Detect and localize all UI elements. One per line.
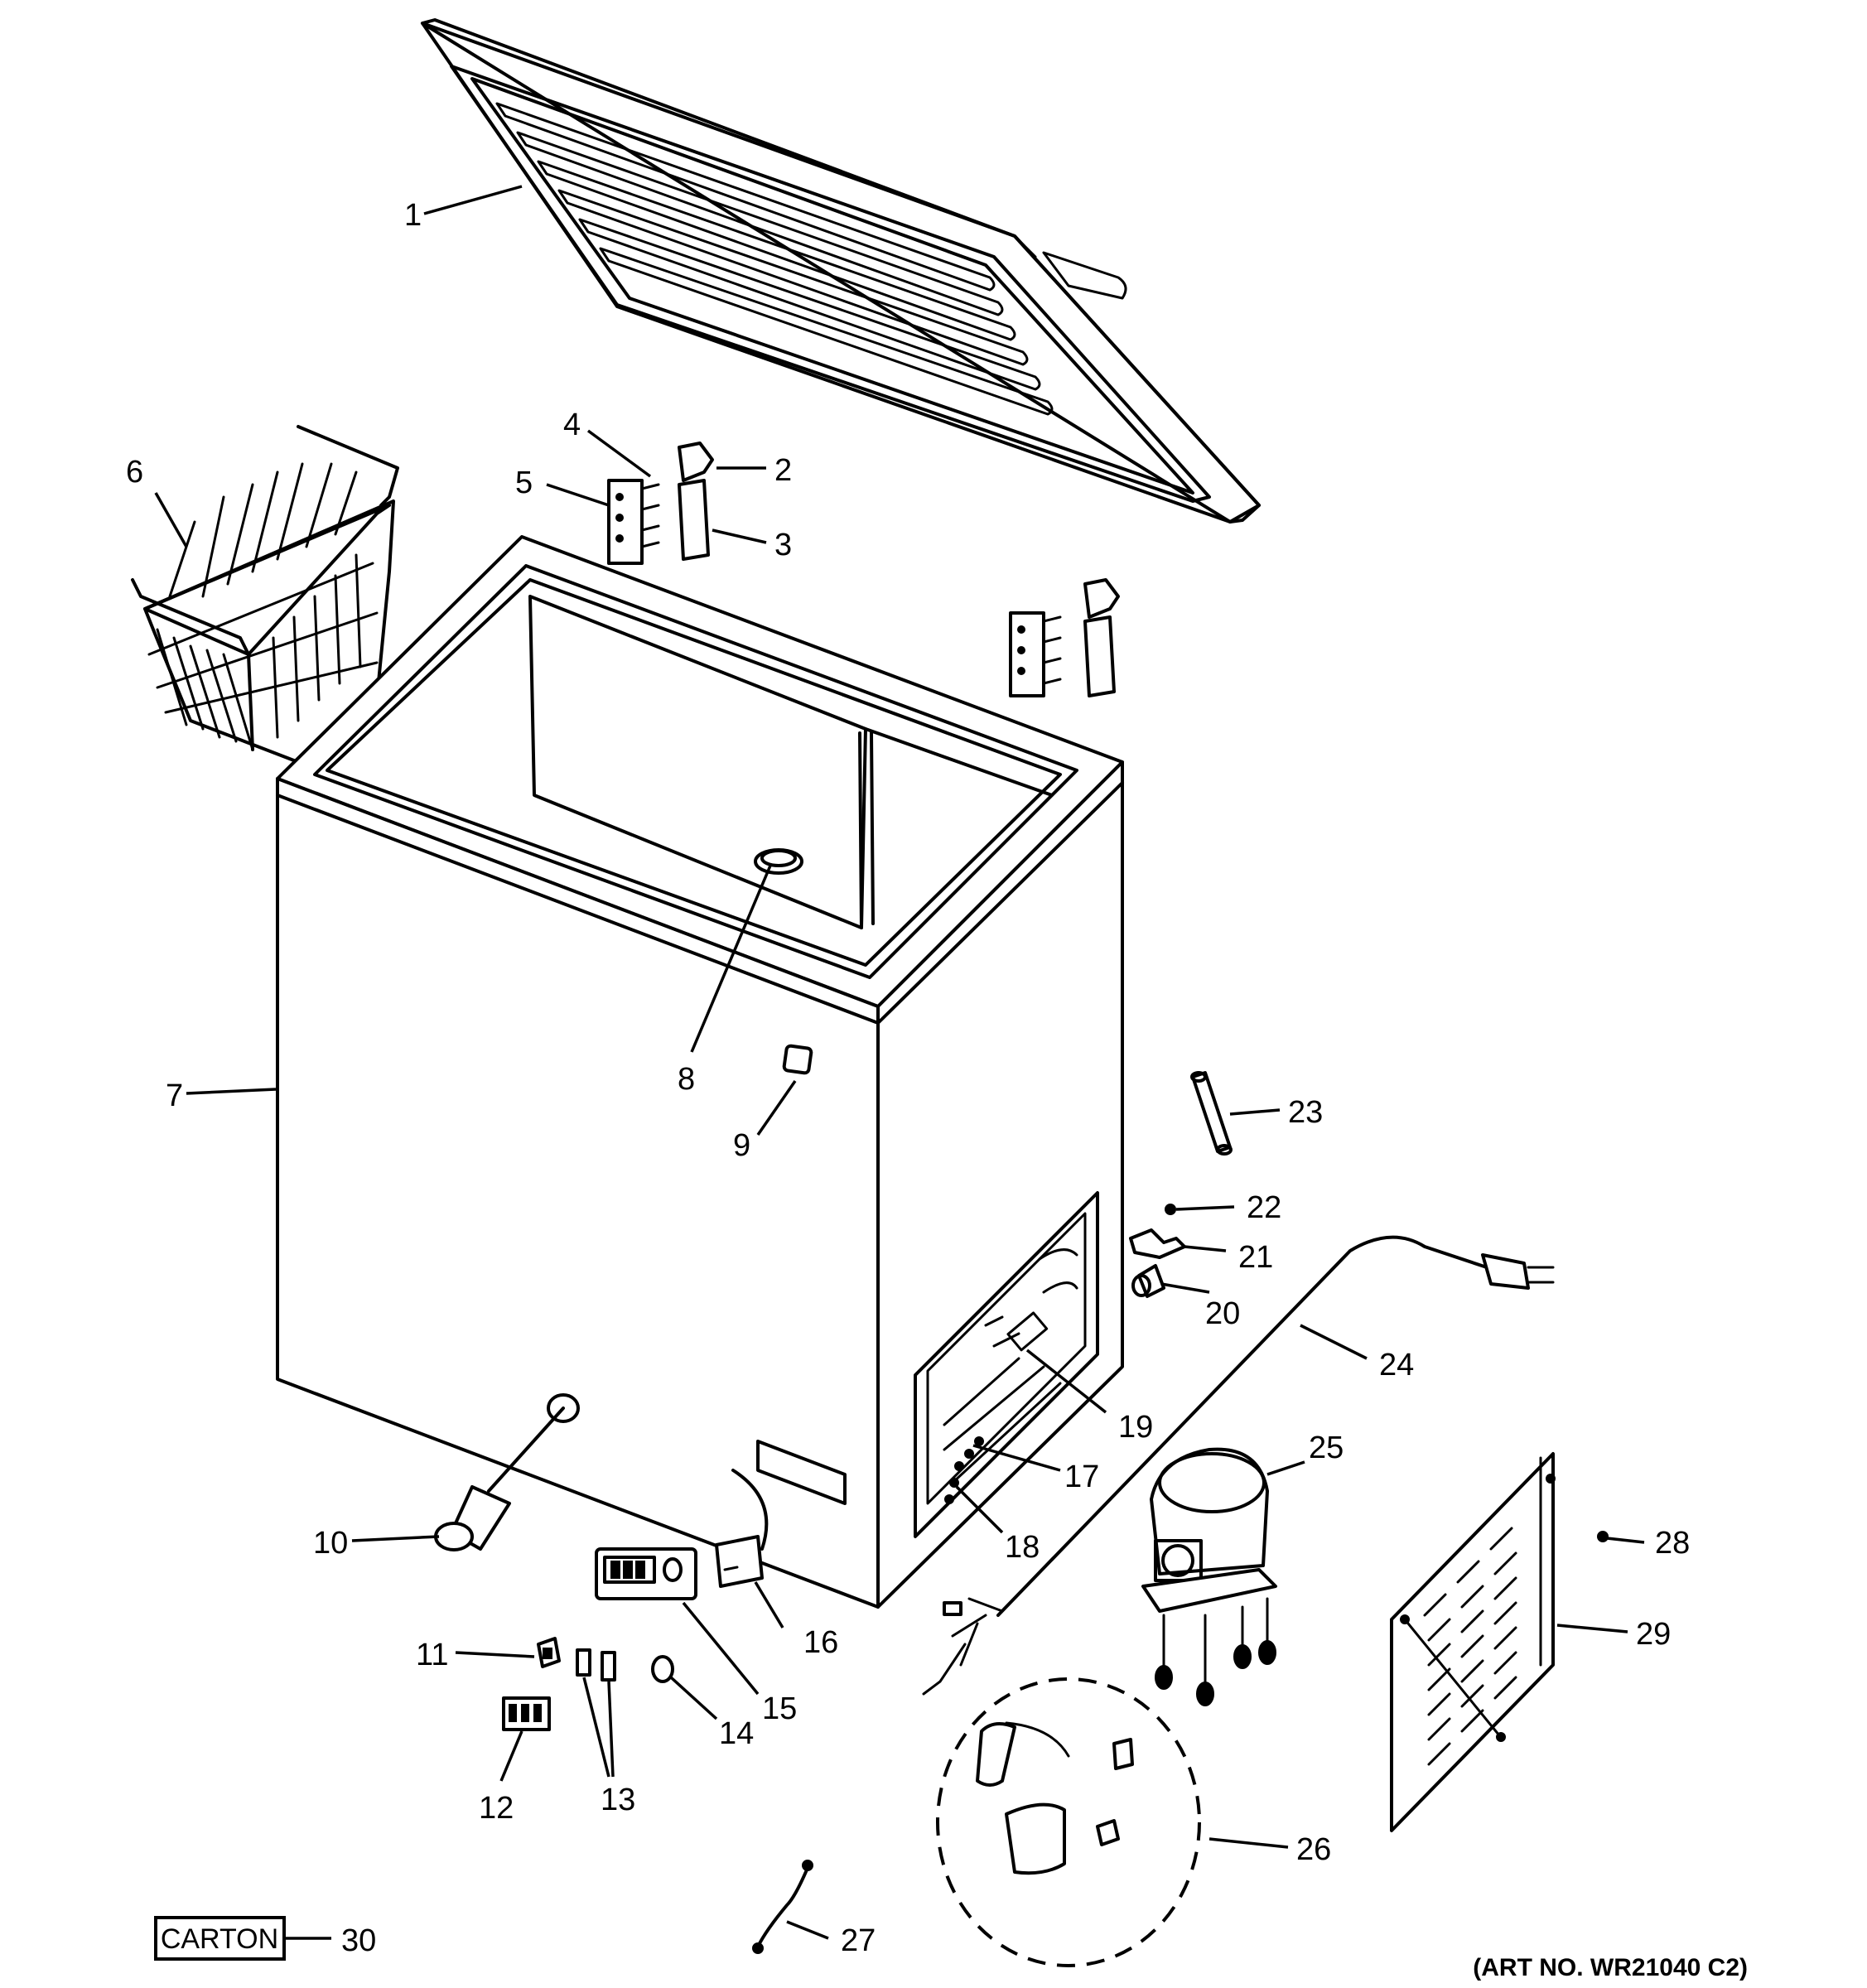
- hinge-assembly-left: [607, 442, 714, 565]
- carton-box: CARTON: [154, 1916, 286, 1961]
- cabinet: [276, 535, 1124, 1609]
- callout-16: 16: [803, 1625, 838, 1660]
- start-components-group: [936, 1677, 1201, 1967]
- small-parts-right: [1129, 1071, 1233, 1298]
- wire-basket: [131, 425, 399, 764]
- callout-2: 2: [774, 453, 792, 488]
- lid: [421, 18, 1261, 524]
- callout-15: 15: [762, 1691, 797, 1726]
- callout-20: 20: [1205, 1296, 1240, 1331]
- callout-30: 30: [341, 1923, 376, 1958]
- callout-1: 1: [404, 198, 422, 233]
- compressor: [1141, 1447, 1277, 1706]
- callout-3: 3: [774, 528, 792, 562]
- power-cord: [922, 1235, 1555, 1696]
- leader-lines: [154, 185, 1645, 1940]
- callout-14: 14: [719, 1716, 754, 1751]
- drain-plug: [754, 848, 803, 875]
- carton-label: CARTON: [161, 1923, 278, 1955]
- callout-4: 4: [563, 408, 581, 442]
- callout-29: 29: [1636, 1617, 1671, 1652]
- callout-17: 17: [1064, 1460, 1099, 1494]
- art-number: (ART NO. WR21040 C2): [1473, 1954, 1748, 1981]
- callout-9: 9: [733, 1128, 750, 1163]
- callout-13: 13: [601, 1783, 635, 1817]
- callout-24: 24: [1379, 1348, 1414, 1382]
- callout-5: 5: [515, 466, 533, 500]
- callout-12: 12: [479, 1791, 514, 1826]
- callout-19: 19: [1118, 1410, 1153, 1445]
- callout-8: 8: [678, 1062, 695, 1097]
- callout-11: 11: [416, 1638, 448, 1672]
- callout-10: 10: [313, 1526, 348, 1561]
- callout-21: 21: [1238, 1240, 1273, 1275]
- rear-grille: [1390, 1452, 1609, 1832]
- callout-18: 18: [1005, 1530, 1040, 1565]
- callout-26: 26: [1296, 1832, 1331, 1867]
- callout-labels: 1 2 3 4 5 6 7 8 9 10 11 12 13 14 15 16 1…: [126, 198, 1690, 1958]
- hinge-assembly-right: [1009, 578, 1120, 697]
- drain-cap: [434, 1407, 565, 1551]
- callout-23: 23: [1288, 1095, 1323, 1130]
- wire-harness: [752, 1860, 813, 1954]
- callout-27: 27: [841, 1923, 876, 1958]
- callout-7: 7: [166, 1078, 183, 1113]
- control-parts: [502, 1469, 769, 1731]
- callout-28: 28: [1655, 1526, 1690, 1561]
- callout-25: 25: [1309, 1431, 1344, 1465]
- callout-6: 6: [126, 455, 143, 490]
- callout-22: 22: [1247, 1190, 1281, 1225]
